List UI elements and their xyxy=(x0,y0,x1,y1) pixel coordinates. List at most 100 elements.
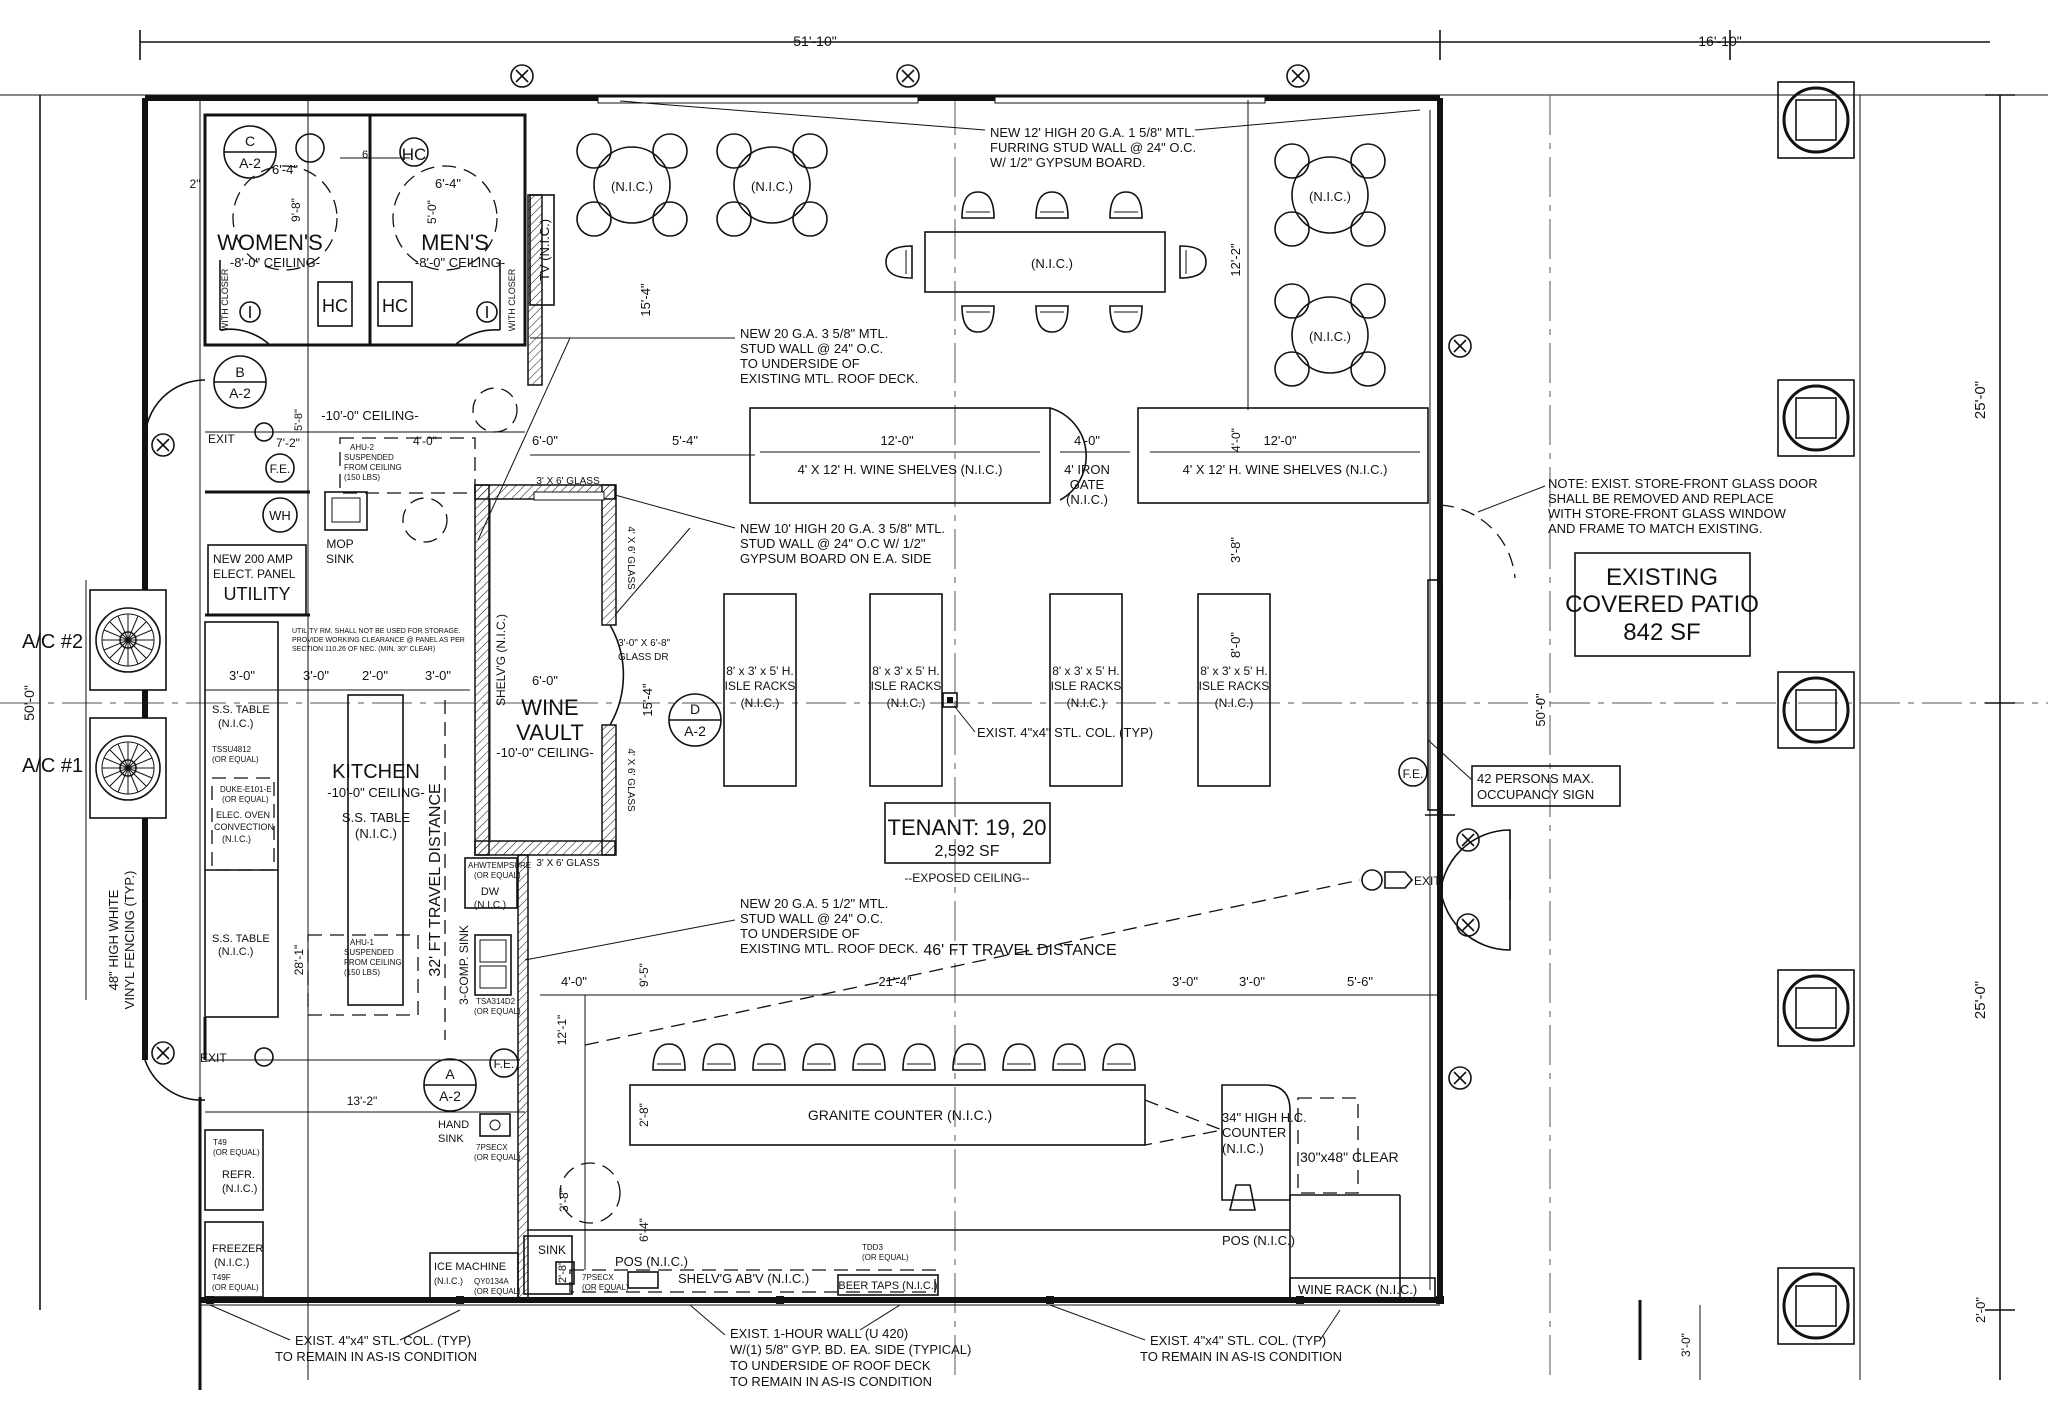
ss-table-2-nic: (N.I.C.) xyxy=(218,946,253,958)
table-2-nic: (N.I.C.) xyxy=(751,179,793,194)
vault-shelving: SHELV'G (N.I.C.) xyxy=(494,614,508,706)
t49-eq: (OR EQUAL) xyxy=(213,1148,260,1157)
dim-5-4: 5'-4" xyxy=(672,433,698,448)
exterior-walls xyxy=(142,95,1642,1360)
section-tag-c: C A-2 xyxy=(223,125,277,179)
utility-area: -10'-0" CEILING- EXIT 5'-8" 7'-2" 4'-0" … xyxy=(144,379,525,653)
furring-1: NEW 12' HIGH 20 G.A. 1 5/8" MTL. xyxy=(990,125,1195,140)
dim-8-0: 8'-0" xyxy=(1228,632,1243,658)
occupancy-sign: 42 PERSONS MAX. OCCUPANCY SIGN xyxy=(1427,739,1621,807)
dim-7-2: 7'-2" xyxy=(276,436,300,450)
ss-table-1-nic: (N.I.C.) xyxy=(218,718,253,730)
room-kitchen: KITCHEN xyxy=(332,761,420,783)
comp-sink: 3-COMP. SINK xyxy=(457,925,471,1005)
tsa-eq: (OR EQUAL) xyxy=(474,1007,521,1016)
section-tag-a: A A-2 xyxy=(423,1058,477,1112)
section-tag-d: D A-2 xyxy=(668,693,722,747)
tenant-box: TENANT: 19, 20 2,592 SF --EXPOSED CEILIN… xyxy=(884,802,1051,885)
door-note-3: WITH STORE-FRONT GLASS WINDOW xyxy=(1548,506,1787,521)
tv-label: TV (N.I.C.) xyxy=(537,219,552,281)
dim-right-lower: 25'-0" xyxy=(1972,981,1989,1019)
stud1-4: EXISTING MTL. ROOF DECK. xyxy=(740,371,918,386)
sec7: 7PSECX xyxy=(476,1143,508,1152)
ahwt: AHWTEMPSURE xyxy=(468,861,531,870)
wall-note-2: W/(1) 5/8" GYP. BD. EA. SIDE (TYPICAL) xyxy=(730,1342,971,1357)
dim-6-4-c: 6'-4" xyxy=(637,1218,651,1242)
dim-4-0-b: 4'-0" xyxy=(1229,428,1243,452)
shelvg-ab: SHELV'G AB'V (N.I.C.) xyxy=(678,1271,809,1286)
mop-sink-label: SINK xyxy=(326,552,354,566)
pos-2: POS (N.I.C.) xyxy=(1222,1233,1295,1248)
ice-eq: (OR EQUAL) xyxy=(474,1287,521,1296)
rack-3-label: ISLE RACKS xyxy=(1051,679,1122,693)
duke-eq: (OR EQUAL) xyxy=(222,795,269,804)
room-wine: WINE xyxy=(521,695,578,720)
dim-3-0-d: 3'-0" xyxy=(1172,974,1198,989)
tag-d-sheet: A-2 xyxy=(684,723,706,739)
rack-2-size: 8' x 3' x 5' H. xyxy=(872,664,940,678)
granite-counter: GRANITE COUNTER (N.I.C.) xyxy=(808,1107,992,1123)
ahu1-1: AHU-1 xyxy=(350,938,375,947)
bar: 4'-0" 9'-5" 21'-4" 3'-0" 3'-0" 5'-6" 12'… xyxy=(540,963,1440,1283)
dim-k-3-0-a: 3'-0" xyxy=(229,668,255,683)
dim-womens-width: 6'-4" xyxy=(272,162,298,177)
dim-mens-depth: 5'-0" xyxy=(425,200,439,224)
refr-nic: (N.I.C.) xyxy=(222,1183,257,1195)
dim-5-6: 5'-6" xyxy=(1347,974,1373,989)
rack-4-nic: (N.I.C.) xyxy=(1215,696,1254,710)
dim-4-0-a: 4'-0" xyxy=(1074,433,1100,448)
panel-1: NEW 200 AMP xyxy=(213,552,293,566)
convection: CONVECTION xyxy=(214,822,274,832)
wall-note-4: TO REMAIN IN AS-IS CONDITION xyxy=(730,1374,932,1389)
dim-4-0-d: 4'-0" xyxy=(561,974,587,989)
dim-15-4-a: 15'-4" xyxy=(638,283,653,317)
wine-vault: 3' X 6' GLASS 3' X 6' GLASS 4' X 6' GLAS… xyxy=(402,283,755,869)
dim-overall: 51'-10" xyxy=(793,33,836,49)
rack-2-nic: (N.I.C.) xyxy=(887,696,926,710)
duke: DUKE-E101-E xyxy=(220,785,272,794)
table-4-nic: (N.I.C.) xyxy=(1309,329,1351,344)
sec7-b: 7PSECX xyxy=(582,1273,614,1282)
mens-ceiling: -8'-0" CEILING- xyxy=(415,255,505,270)
iron-gate-nic: (N.I.C.) xyxy=(1066,492,1108,507)
stud2-1: NEW 10' HIGH 20 G.A. 3 5/8" MTL. xyxy=(740,521,945,536)
dim-3-8: 3'-8" xyxy=(1228,537,1243,563)
ice-nic: (N.I.C.) xyxy=(434,1276,463,1286)
ss-table-1: S.S. TABLE xyxy=(212,704,270,716)
room-mens: MEN'S xyxy=(421,230,489,255)
dim-12-2: 12'-2" xyxy=(1228,243,1243,277)
glass-3x6-b: 3' X 6' GLASS xyxy=(536,858,600,869)
kitchen-ceiling: -10'-0" CEILING- xyxy=(327,785,424,800)
travel-32: 32' FT TRAVEL DISTANCE xyxy=(427,783,444,976)
furring-2: FURRING STUD WALL @ 24" O.C. xyxy=(990,140,1196,155)
left-dimension: 50'-0" xyxy=(21,95,41,1310)
fe-front: F.E. xyxy=(1403,767,1424,781)
rack-3-size: 8' x 3' x 5' H. xyxy=(1052,664,1120,678)
dim-13-2: 13'-2" xyxy=(347,1094,378,1108)
t49: T49 xyxy=(213,1138,227,1147)
col-right-1: EXIST. 4"x4" STL. COL. (TYP) xyxy=(1150,1333,1326,1348)
section-tag-b: B A-2 xyxy=(213,355,267,409)
wine-shelves-2: 4' X 12' H. WINE SHELVES (N.I.C.) xyxy=(1183,462,1388,477)
stud2-3: GYPSUM BOARD ON E.A. SIDE xyxy=(740,551,932,566)
closer-womens: WITH CLOSER xyxy=(220,268,230,331)
stud3-3: TO UNDERSIDE OF xyxy=(740,926,860,941)
dim-right-2ft: 2'-0" xyxy=(1973,1297,1988,1323)
dim-5-8: 5'-8" xyxy=(293,409,305,431)
tenant-label: TENANT: 19, 20 xyxy=(888,815,1047,840)
tenant-sf: 2,592 SF xyxy=(935,843,1000,860)
elec-oven: ELEC. OVEN xyxy=(216,810,270,820)
mop-label: MOP xyxy=(326,537,353,551)
fence-1: 48" HIGH WHITE xyxy=(106,889,121,990)
travel-path: 46' FT TRAVEL DISTANCE EXIT xyxy=(584,869,1441,1046)
wine-shelves-1: 4' X 12' H. WINE SHELVES (N.I.C.) xyxy=(798,462,1003,477)
stud3-4: EXISTING MTL. ROOF DECK. xyxy=(740,941,918,956)
kitchen: S.S. TABLE (N.I.C.) TSSU4812 (OR EQUAL) … xyxy=(144,621,525,1113)
occ-1: 42 PERSONS MAX. xyxy=(1477,771,1594,786)
patio-2: COVERED PATIO xyxy=(1565,591,1759,618)
tag-b: B xyxy=(235,364,244,380)
tdd3: TDD3 xyxy=(862,1243,883,1252)
hc-counter-1: 34" HIGH H.C. xyxy=(1222,1110,1307,1125)
patio-1: EXISTING xyxy=(1606,564,1718,591)
rack-3-nic: (N.I.C.) xyxy=(1067,696,1106,710)
